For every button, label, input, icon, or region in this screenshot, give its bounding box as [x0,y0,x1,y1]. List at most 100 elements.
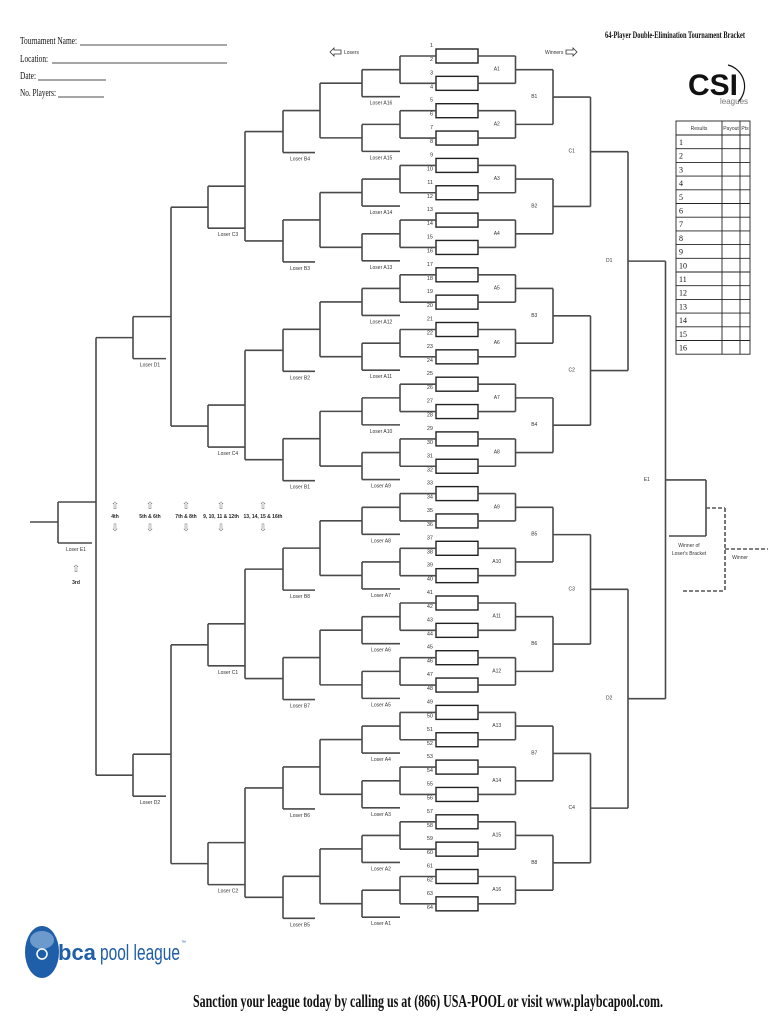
player-slot-number: 5 [430,98,433,104]
player-pair-box[interactable] [435,814,479,830]
points-cell[interactable] [740,286,750,300]
loser-drop-label: Loser D1 [140,363,161,369]
up-arrow-icon: ⇧ [146,501,154,512]
player-slot-number: 45 [427,645,433,651]
payout-cell[interactable] [722,272,740,286]
winners-match-label-a2: A2 [494,121,500,127]
loser-drop-label: Loser B3 [290,266,310,272]
player-pair-box[interactable] [435,239,479,256]
points-cell[interactable] [740,258,750,272]
player-pair-box[interactable] [435,48,479,64]
player-slot-number: 36 [427,522,433,528]
payout-cell[interactable] [722,135,740,149]
player-pair-box[interactable] [435,704,479,721]
payout-cell[interactable] [722,190,740,204]
player-pair-box[interactable] [435,732,479,748]
points-cell[interactable] [740,190,750,204]
up-arrow-icon: ⇧ [217,501,225,512]
final-match: Winner of Loser's Bracket Winner [672,543,748,561]
player-slot-number: 1 [430,43,433,49]
points-cell[interactable] [740,231,750,245]
winners-match-label-d1: D1 [606,258,613,264]
player-pair-box[interactable] [435,321,479,338]
points-cell[interactable] [740,341,750,355]
player-slot-number: 3 [430,70,433,76]
player-pair-box[interactable] [435,75,479,92]
player-slot-number: 21 [427,317,433,323]
points-cell[interactable] [740,204,750,218]
player-pair-box[interactable] [435,513,479,529]
points-cell[interactable] [740,313,750,327]
player-pair-box[interactable] [435,403,479,420]
player-slot-number: 47 [427,672,433,678]
player-pair-box[interactable] [435,349,479,365]
player-pair-box[interactable] [435,431,479,447]
player-slot-number: 63 [427,891,433,897]
winners-match-label-b1: B1 [531,94,537,100]
player-slot-number: 51 [427,727,433,733]
player-pair-box[interactable] [435,650,479,666]
payout-cell[interactable] [722,313,740,327]
winner-label: Winner [732,555,748,561]
player-slot-number: 46 [427,659,433,665]
payout-cell[interactable] [722,204,740,218]
player-slot-number: 2 [430,57,433,63]
payout-cell[interactable] [722,162,740,176]
player-pair-box[interactable] [435,567,479,584]
points-cell[interactable] [740,272,750,286]
player-pair-box[interactable] [435,485,479,502]
winners-match-label-a5: A5 [494,285,500,291]
player-pair-box[interactable] [435,294,479,310]
player-pair-box[interactable] [435,267,479,283]
payout-cell[interactable] [722,258,740,272]
player-pair-box[interactable] [435,595,479,611]
payout-cell[interactable] [722,176,740,190]
player-pair-box[interactable] [435,841,479,857]
player-pair-box[interactable] [435,540,479,556]
winners-match-label-a10: A10 [492,559,501,565]
payout-cell[interactable] [722,231,740,245]
csi-logo-text: CSI [688,69,738,102]
player-pair-box[interactable] [435,376,479,392]
player-pair-box[interactable] [435,786,479,803]
player-slot-number: 6 [430,112,433,118]
losers-label: Losers [344,50,360,56]
points-cell[interactable] [740,176,750,190]
player-pair-box[interactable] [435,622,479,639]
player-pair-box[interactable] [435,212,479,228]
payout-cell[interactable] [722,217,740,231]
payout-cell[interactable] [722,341,740,355]
player-pair-box[interactable] [435,130,479,146]
player-slot-number: 29 [427,426,433,432]
player-pair-box[interactable] [435,102,479,119]
loser-drop-label: Loser A11 [370,374,392,380]
points-cell[interactable] [740,135,750,149]
payout-cell[interactable] [722,245,740,259]
player-slot-number: 57 [427,809,433,815]
points-cell[interactable] [740,217,750,231]
player-pair-box[interactable] [435,185,479,201]
player-pair-box[interactable] [435,458,479,474]
player-pair-box[interactable] [435,677,479,693]
payout-cell[interactable] [722,149,740,163]
player-pair-box[interactable] [435,896,479,912]
winners-match-label-a9: A9 [494,504,500,510]
points-cell[interactable] [740,327,750,341]
points-cell[interactable] [740,299,750,313]
points-cell[interactable] [740,149,750,163]
player-slot-number: 39 [427,563,433,569]
player-pair-box[interactable] [435,157,479,174]
payout-cell[interactable] [722,286,740,300]
payout-cell[interactable] [722,299,740,313]
winners-label: Winners [545,50,564,56]
points-cell[interactable] [740,162,750,176]
points-cell[interactable] [740,245,750,259]
player-pair-box[interactable] [435,868,479,885]
loser-drop-label: Loser A10 [370,429,393,435]
winners-match-label-d2: D2 [606,696,613,702]
winners-match-label-c4: C4 [569,805,576,811]
payout-cell[interactable] [722,327,740,341]
loser-drop-label: Loser A12 [370,319,393,325]
player-pair-box[interactable] [435,759,479,775]
